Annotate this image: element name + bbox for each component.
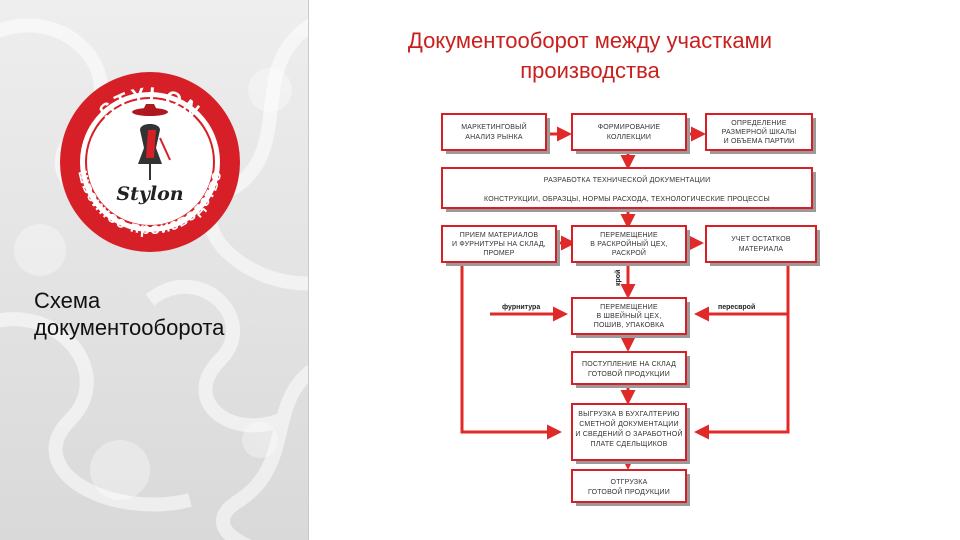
box-receipt-line-2: И ФУРНИТУРЫ НА СКЛАД, <box>452 241 546 248</box>
label-fittings: фурнитура <box>502 304 540 311</box>
box-sizes-line-1: ОПРЕДЕЛЕНИЕ <box>731 120 787 127</box>
box-move-cut-line-1: ПЕРЕМЕЩЕНИЕ <box>600 232 658 239</box>
title-line-1: Документооборот между участками <box>407 28 773 53</box>
box-finished-line-2: ГОТОВОЙ ПРОДУКЦИИ <box>588 369 670 378</box>
box-move-cut-line-3: РАСКРОЙ <box>612 248 646 257</box>
box-marketing: МАРКЕТИНГОВЫЙ АНАЛИЗ РЫНКА <box>441 113 550 154</box>
label-cut: крой <box>614 270 622 286</box>
caption-line-1: Схема <box>34 288 101 313</box>
box-receipt-line-1: ПРИЕМ МАТЕРИАЛОВ <box>460 232 539 239</box>
box-accounting-line-4: ПЛАТЕ СДЕЛЬЩИКОВ <box>590 441 667 448</box>
box-move-sew: ПЕРЕМЕЩЕНИЕ В ШВЕЙНЫЙ ЦЕХ, ПОШИВ, УПАКОВ… <box>571 297 690 338</box>
caption-line-2: документооборота <box>34 315 225 340</box>
page-title: Документооборот между участками производ… <box>330 26 850 86</box>
stylon-logo: STYLON швейное производство Stylon <box>60 72 240 252</box>
box-sizes-line-2: РАЗМЕРНОЙ ШКАЛЫ <box>722 127 797 136</box>
title-line-2: производства <box>520 58 660 83</box>
box-receipt-line-3: ПРОМЕР <box>483 250 514 257</box>
box-sizes-line-3: И ОБЪЕМА ПАРТИИ <box>724 138 795 145</box>
box-move-cut: ПЕРЕМЕЩЕНИЕ В РАСКРОЙНЫЙ ЦЕХ, РАСКРОЙ <box>571 225 690 266</box>
caption: Схема документооборота <box>34 287 304 341</box>
box-receipt: ПРИЕМ МАТЕРИАЛОВ И ФУРНИТУРЫ НА СКЛАД, П… <box>441 225 560 266</box>
box-collection-line-1: ФОРМИРОВАНИЕ <box>598 124 661 131</box>
box-finished: ПОСТУПЛЕНИЕ НА СКЛАД ГОТОВОЙ ПРОДУКЦИИ <box>571 351 690 388</box>
box-tech-docs: РАЗРАБОТКА ТЕХНИЧЕСКОЙ ДОКУМЕНТАЦИИ КОНС… <box>441 167 816 212</box>
panel-divider <box>308 0 309 540</box>
box-accounting-line-1: ВЫГРУЗКА В БУХГАЛТЕРИЮ <box>578 411 679 418</box>
box-accounting-line-2: СМЕТНОЙ ДОКУМЕНТАЦИИ <box>579 419 679 428</box>
box-shipment: ОТГРУЗКА ГОТОВОЙ ПРОДУКЦИИ <box>571 469 690 506</box>
box-accounting-line-3: И СВЕДЕНИЙ О ЗАРАБОТНОЙ <box>575 429 682 438</box>
box-shipment-line-2: ГОТОВОЙ ПРОДУКЦИИ <box>588 487 670 496</box>
box-tech-docs-line-2: КОНСТРУКЦИИ, ОБРАЗЦЫ, НОРМЫ РАСХОДА, ТЕХ… <box>484 196 770 203</box>
box-stock: УЧЕТ ОСТАТКОВ МАТЕРИАЛА <box>705 225 820 266</box>
box-marketing-line-1: МАРКЕТИНГОВЫЙ <box>461 122 527 131</box>
box-move-sew-line-3: ПОШИВ, УПАКОВКА <box>594 322 665 329</box>
box-marketing-line-2: АНАЛИЗ РЫНКА <box>465 134 523 141</box>
label-scrap: пересврой <box>718 303 755 311</box>
box-stock-line-2: МАТЕРИАЛА <box>739 246 784 253</box>
box-accounting: ВЫГРУЗКА В БУХГАЛТЕРИЮ СМЕТНОЙ ДОКУМЕНТА… <box>571 403 690 464</box>
box-collection: ФОРМИРОВАНИЕ КОЛЛЕКЦИИ <box>571 113 690 154</box>
box-finished-line-1: ПОСТУПЛЕНИЕ НА СКЛАД <box>582 361 676 368</box>
box-tech-docs-line-1: РАЗРАБОТКА ТЕХНИЧЕСКОЙ ДОКУМЕНТАЦИИ <box>544 175 711 184</box>
box-stock-line-1: УЧЕТ ОСТАТКОВ <box>731 236 791 243</box>
logo-brand-center: Stylon <box>116 183 183 205</box>
box-collection-line-2: КОЛЛЕКЦИИ <box>607 134 651 141</box>
arrow-stock-accounting <box>694 314 790 440</box>
box-shipment-line-1: ОТГРУЗКА <box>611 479 648 486</box>
box-move-sew-line-1: ПЕРЕМЕЩЕНИЕ <box>600 304 658 311</box>
arrow-receipt-accounting <box>460 264 562 440</box>
left-panel: STYLON швейное производство Stylon Схема… <box>0 0 308 540</box>
mannequin-icon <box>132 104 171 180</box>
box-move-sew-line-2: В ШВЕЙНЫЙ ЦЕХ, <box>597 311 662 320</box>
box-move-cut-line-2: В РАСКРОЙНЫЙ ЦЕХ, <box>590 239 668 248</box>
box-sizes: ОПРЕДЕЛЕНИЕ РАЗМЕРНОЙ ШКАЛЫ И ОБЪЕМА ПАР… <box>705 113 816 154</box>
